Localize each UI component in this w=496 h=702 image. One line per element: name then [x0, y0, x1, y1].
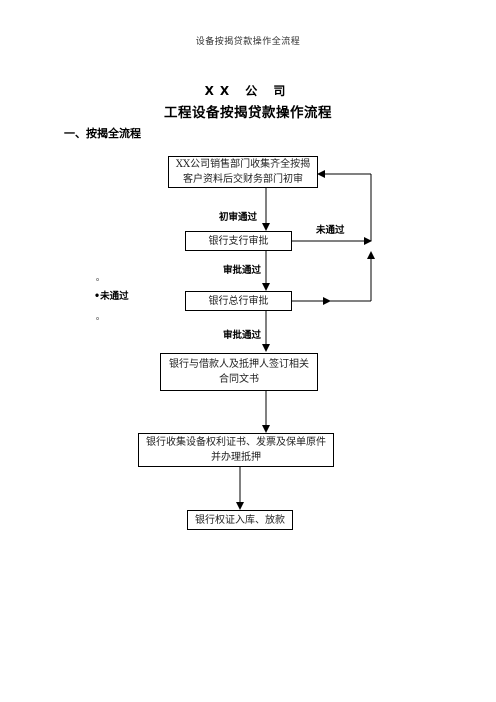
- step-6-label: 银行权证入库、放款: [195, 514, 285, 526]
- step-3-label: 银行总行审批: [208, 295, 269, 307]
- step-sign-contracts: 银行与借款人及抵押人签订相关 合同文书: [160, 353, 318, 391]
- step-hq-approval: 银行总行审批: [185, 291, 292, 311]
- bullet-bottom: 。: [96, 312, 104, 321]
- section-heading: 一、按揭全流程: [64, 127, 141, 140]
- step-5-line1: 银行收集设备权利证书、发票及保单原件: [146, 437, 326, 448]
- step-1-line2: 客户资料后交财务部门初审: [183, 174, 303, 185]
- step-1-line1: XX公司销售部门收集齐全按揭: [175, 159, 311, 170]
- step-2-label: 银行支行审批: [208, 235, 269, 247]
- step-4-line2: 合同文书: [219, 374, 259, 385]
- document-title: 工程设备按揭贷款操作流程: [164, 105, 332, 121]
- label-branch-fail: 未通过: [316, 225, 345, 236]
- label-hq-pass: 审批通过: [223, 330, 262, 341]
- bullet-mid: •: [94, 291, 101, 302]
- company-title: XX 公 司: [204, 84, 292, 98]
- running-header: 设备按揭贷款操作全流程: [195, 37, 301, 47]
- step-sales-collect-docs: XX公司销售部门收集齐全按揭 客户资料后交财务部门初审: [168, 156, 318, 188]
- step-store-and-disburse: 银行权证入库、放款: [187, 510, 293, 530]
- step-5-line2: 并办理抵押: [211, 452, 261, 463]
- step-4-line1: 银行与借款人及抵押人签订相关: [169, 359, 309, 370]
- step-collect-certificates: 银行收集设备权利证书、发票及保单原件 并办理抵押: [138, 433, 334, 467]
- step-branch-approval: 银行支行审批: [185, 231, 292, 251]
- label-branch-pass: 审批通过: [223, 265, 262, 276]
- label-initial-pass: 初审通过: [219, 212, 258, 223]
- hq-fail-text: 未通过: [100, 291, 129, 302]
- bullet-top: 。: [96, 273, 104, 282]
- label-hq-fail: •未通过: [94, 288, 129, 302]
